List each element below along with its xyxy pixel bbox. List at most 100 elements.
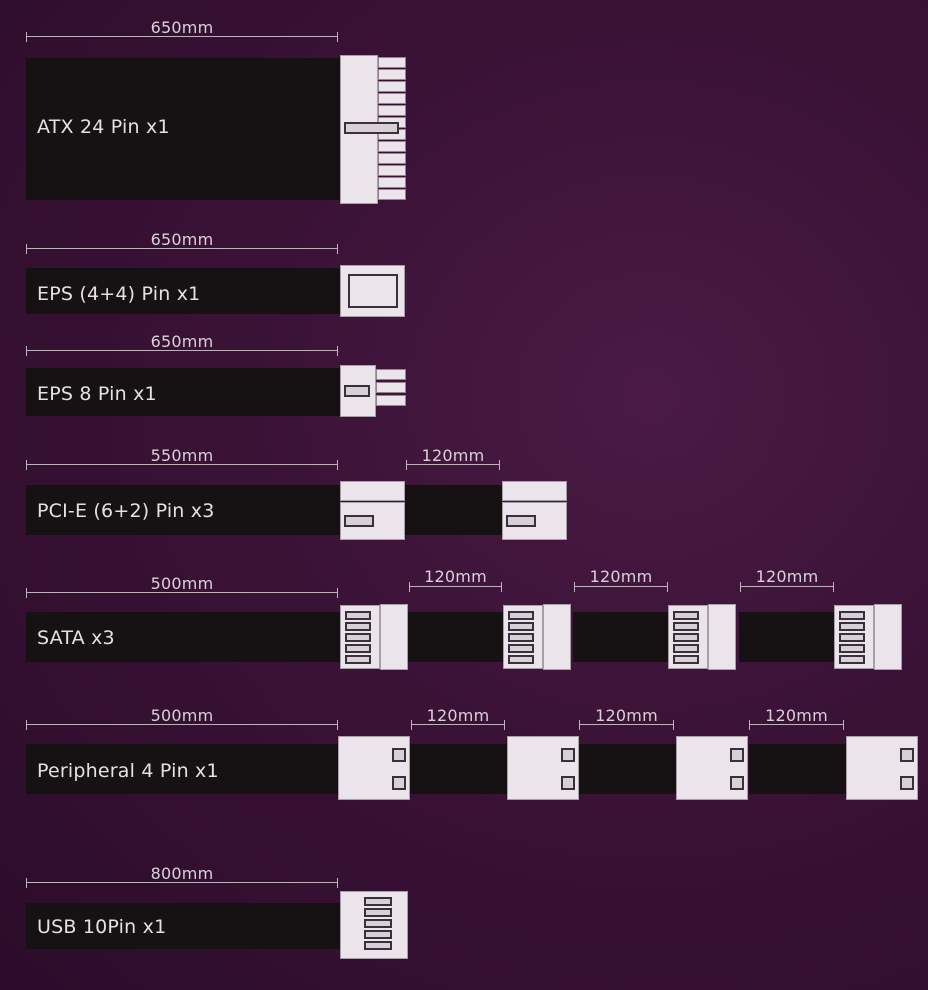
cable-segment bbox=[579, 744, 676, 794]
sata-connector-icon bbox=[874, 604, 902, 670]
sata-pin-icon bbox=[673, 655, 699, 664]
cable-segment bbox=[408, 612, 504, 662]
cable-body bbox=[26, 268, 340, 314]
pin-icon bbox=[378, 141, 406, 152]
cable-segment bbox=[405, 485, 502, 535]
sata-pin-icon bbox=[839, 644, 865, 653]
dimension-line bbox=[26, 460, 338, 470]
pin-icon bbox=[378, 81, 406, 92]
molex-pin-icon bbox=[900, 748, 914, 762]
segment-dimension-line bbox=[740, 582, 834, 592]
molex-pin-icon bbox=[392, 748, 406, 762]
sata-pin-icon bbox=[673, 633, 699, 642]
cable-segment bbox=[410, 744, 507, 794]
pin-icon bbox=[376, 369, 406, 380]
latch-icon bbox=[506, 515, 536, 527]
segment-dimension-line bbox=[409, 582, 502, 592]
pin-icon bbox=[378, 105, 406, 116]
usb-pin-icon bbox=[364, 908, 392, 917]
dimension-label: 550mm bbox=[150, 446, 214, 465]
dimension-label: 800mm bbox=[150, 864, 214, 883]
dimension-label: 650mm bbox=[150, 230, 214, 249]
dimension-line bbox=[26, 720, 338, 730]
sata-pin-icon bbox=[839, 622, 865, 631]
sata-pin-icon bbox=[345, 644, 371, 653]
pin-icon bbox=[378, 57, 406, 68]
cable-label: USB 10Pin x1 bbox=[37, 916, 167, 938]
cable-label: PCI-E (6+2) Pin x3 bbox=[37, 500, 215, 522]
latch-icon bbox=[344, 122, 399, 134]
molex-pin-icon bbox=[730, 748, 744, 762]
cable-label: SATA x3 bbox=[37, 627, 115, 649]
cable-label: Peripheral 4 Pin x1 bbox=[37, 760, 219, 782]
cable-body bbox=[26, 744, 340, 794]
pin-icon bbox=[378, 153, 406, 164]
cable-segment bbox=[739, 612, 835, 662]
segment-dimension-line bbox=[579, 720, 674, 730]
segment-dimension-label: 120mm bbox=[426, 706, 490, 725]
dimension-line bbox=[26, 346, 338, 356]
molex-pin-icon bbox=[561, 776, 575, 790]
pin-icon bbox=[378, 69, 406, 80]
dimension-line bbox=[26, 32, 338, 42]
cable-label: ATX 24 Pin x1 bbox=[37, 116, 170, 138]
usb-pin-icon bbox=[364, 919, 392, 928]
cable-body bbox=[26, 612, 340, 662]
sata-pin-icon bbox=[839, 611, 865, 620]
pin-icon bbox=[376, 395, 406, 406]
segment-dimension-label: 120mm bbox=[424, 567, 487, 586]
sata-connector-icon bbox=[708, 604, 736, 670]
dimension-line bbox=[26, 588, 338, 598]
cable-label: EPS 8 Pin x1 bbox=[37, 383, 157, 405]
dimension-label: 650mm bbox=[150, 332, 214, 351]
sata-pin-icon bbox=[673, 611, 699, 620]
sata-pin-icon bbox=[508, 622, 534, 631]
cable-body bbox=[26, 58, 340, 200]
cable-label: EPS (4+4) Pin x1 bbox=[37, 283, 201, 305]
dimension-line bbox=[26, 244, 338, 254]
molex-pin-icon bbox=[561, 748, 575, 762]
eps-split-icon bbox=[348, 274, 398, 308]
molex-pin-icon bbox=[392, 776, 406, 790]
sata-pin-icon bbox=[345, 611, 371, 620]
usb-pin-icon bbox=[364, 897, 392, 906]
molex-connector-icon bbox=[338, 736, 410, 800]
dimension-label: 500mm bbox=[150, 574, 214, 593]
dimension-label: 650mm bbox=[150, 18, 214, 37]
cable-segment bbox=[749, 744, 846, 794]
pin-icon bbox=[378, 177, 406, 188]
molex-connector-icon bbox=[846, 736, 918, 800]
sata-pin-icon bbox=[839, 633, 865, 642]
sata-pin-icon bbox=[345, 622, 371, 631]
segment-dimension-line bbox=[411, 720, 505, 730]
molex-connector-icon bbox=[676, 736, 748, 800]
sata-pin-icon bbox=[673, 622, 699, 631]
dimension-label: 500mm bbox=[150, 706, 214, 725]
latch-icon bbox=[344, 385, 370, 397]
sata-pin-icon bbox=[508, 655, 534, 664]
segment-dimension-line bbox=[749, 720, 844, 730]
segment-dimension-line bbox=[406, 460, 500, 470]
molex-pin-icon bbox=[900, 776, 914, 790]
sata-connector-icon bbox=[543, 604, 571, 670]
molex-connector-icon bbox=[507, 736, 579, 800]
cable-segment bbox=[573, 612, 669, 662]
molex-pin-icon bbox=[730, 776, 744, 790]
sata-pin-icon bbox=[673, 644, 699, 653]
sata-pin-icon bbox=[508, 633, 534, 642]
latch-icon bbox=[344, 515, 374, 527]
segment-dimension-label: 120mm bbox=[755, 567, 819, 586]
sata-pin-icon bbox=[508, 611, 534, 620]
cable-body bbox=[26, 485, 340, 535]
usb-pin-icon bbox=[364, 930, 392, 939]
cable-body bbox=[26, 903, 340, 949]
usb-pin-icon bbox=[364, 941, 392, 950]
segment-dimension-line bbox=[574, 582, 668, 592]
pin-icon bbox=[378, 189, 406, 200]
segment-dimension-label: 120mm bbox=[421, 446, 485, 465]
segment-dimension-label: 120mm bbox=[765, 706, 828, 725]
sata-pin-icon bbox=[839, 655, 865, 664]
segment-dimension-label: 120mm bbox=[595, 706, 658, 725]
sata-pin-icon bbox=[345, 655, 371, 664]
sata-pin-icon bbox=[508, 644, 534, 653]
